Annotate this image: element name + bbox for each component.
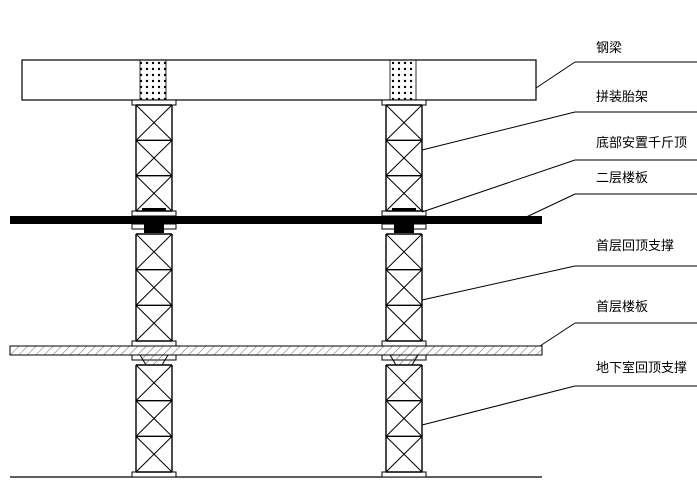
- tower-upper-right: [381, 99, 427, 217]
- callout-label-first-floor-slab: 首层楼板: [596, 300, 648, 315]
- steel-beam: [21, 59, 537, 101]
- callout-basement-backprop: 地下室回顶支撑: [421, 360, 697, 426]
- callout-assembled-frame: 拼装胎架: [421, 90, 697, 151]
- callout-bottom-jack: 底部安置千斤顶: [421, 135, 697, 213]
- leader-line: [421, 159, 576, 213]
- first-floor-slab: [9, 345, 543, 356]
- callout-label-bottom-jack: 底部安置千斤顶: [596, 135, 687, 151]
- leader-line: [421, 111, 576, 151]
- callout-steel-beam: 钢梁: [535, 41, 697, 89]
- support-towers: [131, 99, 427, 478]
- callout-label-assembled-frame: 拼装胎架: [596, 90, 648, 105]
- leader-line: [535, 61, 576, 89]
- leader-line: [539, 322, 576, 347]
- leader-line: [421, 265, 576, 301]
- callout-first-floor-backprop: 首层回顶支撑: [421, 239, 697, 301]
- callout-label-second-floor-slab: 二层楼板: [596, 171, 648, 186]
- callout-first-floor-slab: 首层楼板: [539, 300, 697, 347]
- second-floor-slab: [10, 216, 542, 224]
- bolt-plate-right: [389, 59, 417, 101]
- leader-line: [519, 193, 576, 221]
- callout-label-first-floor-backprop: 首层回顶支撑: [596, 239, 674, 254]
- tower-lower-right: [381, 354, 427, 478]
- bolt-plate-left: [139, 59, 167, 101]
- tower-lower-left: [131, 354, 177, 478]
- callout-second-floor-slab: 二层楼板: [519, 171, 697, 221]
- callout-label-basement-backprop: 地下室回顶支撑: [596, 360, 687, 376]
- tower-middle-left: [131, 223, 177, 347]
- callout-label-steel-beam: 钢梁: [596, 41, 622, 56]
- leader-line: [421, 385, 576, 426]
- tower-upper-left: [131, 99, 177, 217]
- tower-middle-right: [381, 223, 427, 347]
